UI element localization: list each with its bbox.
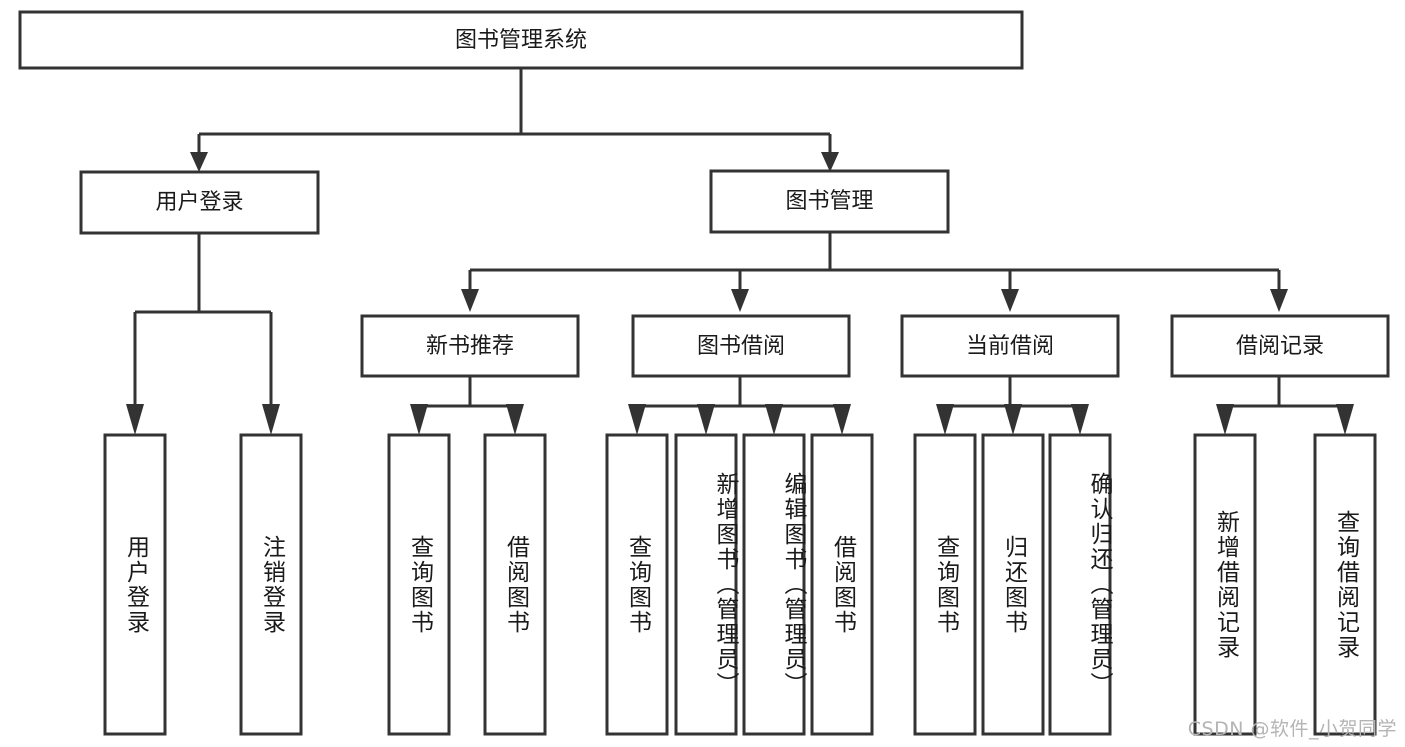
node-new-book-recommend-label: 新书推荐 [426, 334, 514, 359]
node-leaf-logout-login-box[interactable] [239, 433, 303, 736]
arrow-head-leaf-query-record [1336, 404, 1354, 435]
node-new-book-recommend-box[interactable] [360, 314, 580, 378]
connectors-group [126, 68, 1354, 435]
node-user-login-box[interactable] [79, 170, 320, 235]
arrow-head-leaf-confirm-return [1071, 404, 1089, 435]
node-leaf-query-book-1-box[interactable] [387, 433, 451, 736]
arrow-head-leaf-add-record [1216, 404, 1234, 435]
node-leaf-add-record-box[interactable] [1193, 433, 1257, 736]
node-book-borrow-box[interactable] [631, 314, 851, 378]
node-book-borrow-label: 图书借阅 [697, 334, 785, 359]
node-root-label: 图书管理系统 [455, 28, 587, 53]
arrow-head-leaf-add-book [697, 404, 715, 435]
arrow-head-current-borrow [1001, 289, 1019, 312]
node-leaf-confirm-return-box[interactable] [1048, 433, 1112, 736]
node-current-borrow-label: 当前借阅 [966, 334, 1054, 359]
arrow-head-leaf-edit-book [765, 404, 783, 435]
arrow-head-leaf-user-login [126, 404, 144, 435]
node-leaf-query-record-box[interactable] [1313, 433, 1377, 736]
arrow-head-leaf-logout-login [262, 404, 280, 435]
node-leaf-return-book-box[interactable] [981, 433, 1045, 736]
node-book-manage-label: 图书管理 [785, 189, 873, 214]
node-borrow-record-box[interactable] [1170, 314, 1390, 378]
arrow-head-new-book-recommend [461, 289, 479, 312]
arrow-head-leaf-query-book-1 [410, 404, 428, 435]
arrow-head-leaf-query-book-3 [936, 404, 954, 435]
arrow-head-leaf-query-book-2 [628, 404, 646, 435]
arrow-head-book-borrow [731, 289, 749, 312]
node-book-manage-box[interactable] [709, 169, 950, 234]
arrow-head-book-manage [821, 152, 839, 172]
arrow-head-leaf-borrow-book-1 [506, 404, 524, 435]
node-leaf-borrow-book-1-box[interactable] [483, 433, 547, 736]
watermark-text: CSDN @软件_小贺同学 [1187, 718, 1397, 740]
arrow-head-user-login [190, 152, 208, 172]
node-leaf-edit-book-box[interactable] [742, 433, 806, 736]
node-user-login-label: 用户登录 [155, 190, 243, 215]
node-leaf-user-login-box[interactable] [103, 433, 167, 736]
node-leaf-query-book-2-box[interactable] [605, 433, 669, 736]
node-current-borrow-box[interactable] [900, 314, 1120, 378]
node-leaf-add-book-box[interactable] [674, 433, 738, 736]
node-leaf-borrow-book-2-box[interactable] [810, 433, 874, 736]
arrow-head-leaf-borrow-book-2 [833, 404, 851, 435]
arrow-head-leaf-return-book [1004, 404, 1022, 435]
node-root-box[interactable] [18, 10, 1024, 70]
node-borrow-record-label: 借阅记录 [1236, 334, 1324, 359]
node-leaf-query-book-3-box[interactable] [913, 433, 977, 736]
arrow-head-borrow-record [1270, 289, 1288, 312]
nodes-group: 图书管理系统 用户登录 图书管理 新书推荐 图书借阅 当前借阅 借阅记录 [18, 10, 1390, 736]
